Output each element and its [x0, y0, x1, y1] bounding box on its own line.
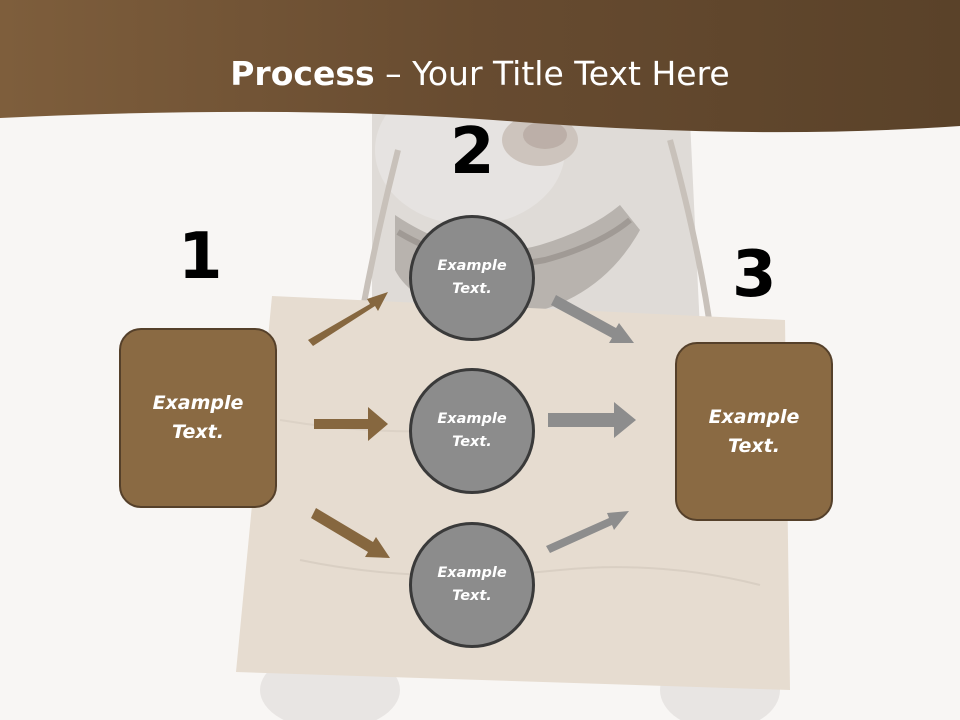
title-rest: – Your Title Text Here	[374, 54, 730, 93]
step-3-line2: Text.	[728, 434, 780, 457]
circle-middle-line2: Text.	[452, 434, 492, 450]
slide-title: Process – Your Title Text Here	[0, 52, 960, 96]
circle-top-line1: Example	[437, 258, 507, 274]
circle-middle-line1: Example	[437, 411, 507, 427]
step-number-3: 3	[732, 238, 777, 312]
circle-bottom-line2: Text.	[452, 588, 492, 604]
step-3-line1: Example	[708, 405, 800, 428]
arrow-brown-up	[308, 292, 388, 346]
title-bold: Process	[230, 54, 375, 93]
header-band	[0, 0, 960, 133]
arrow-brown-right	[314, 407, 388, 441]
arrow-brown-down	[311, 508, 390, 558]
step-number-1: 1	[178, 220, 223, 294]
step-1-line1: Example	[152, 392, 244, 414]
step-3-box: Example Text.	[675, 342, 833, 521]
circle-bottom-line1: Example	[437, 565, 507, 581]
arrow-gray-up	[546, 511, 629, 553]
step-number-2: 2	[450, 115, 495, 189]
arrow-gray-right	[548, 402, 636, 438]
arrow-gray-down	[551, 295, 634, 343]
circle-middle: Example Text.	[409, 368, 535, 494]
step-1-box: Example Text.	[119, 328, 277, 508]
cardboard-sign	[236, 296, 790, 690]
circle-top-line2: Text.	[452, 281, 492, 297]
circle-bottom: Example Text.	[409, 522, 535, 648]
circle-top: Example Text.	[409, 215, 535, 341]
step-1-line2: Text.	[172, 421, 224, 443]
